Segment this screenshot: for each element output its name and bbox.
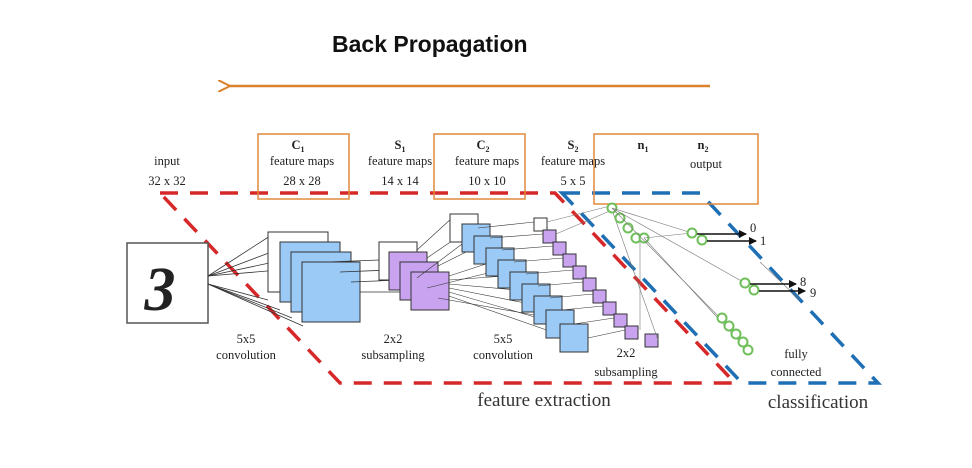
s1-size: 14 x 14 bbox=[381, 174, 419, 188]
page-title: Back Propagation bbox=[332, 31, 528, 57]
output-arrows bbox=[697, 230, 806, 295]
classification-label: classification bbox=[768, 392, 869, 413]
s1-kind: feature maps bbox=[368, 154, 432, 168]
n2-header: n2 output bbox=[690, 138, 722, 171]
c1-name: C1 bbox=[291, 138, 304, 154]
c2-name: C2 bbox=[476, 138, 489, 154]
output-8: 8 bbox=[800, 275, 806, 289]
s1-name: S1 bbox=[395, 138, 406, 154]
s2-kind: feature maps bbox=[541, 154, 605, 168]
s2-feature-maps bbox=[533, 217, 659, 348]
c2-kind: feature maps bbox=[455, 154, 519, 168]
output-0: 0 bbox=[750, 221, 756, 235]
n1-name: n1 bbox=[638, 138, 649, 154]
c2-header: C2 feature maps 10 x 10 bbox=[455, 138, 519, 188]
c2-size: 10 x 10 bbox=[468, 174, 506, 188]
sub1-label: 2x2 subsampling bbox=[361, 332, 425, 362]
input-size: 32 x 32 bbox=[148, 174, 186, 188]
c2-highlight-box bbox=[433, 133, 526, 200]
s2-header: S2 feature maps 5 x 5 bbox=[541, 138, 605, 188]
svg-text:subsampling: subsampling bbox=[361, 348, 425, 362]
c1-header: C1 feature maps 28 x 28 bbox=[270, 138, 334, 188]
s2-name: S2 bbox=[568, 138, 579, 154]
sub2-label: 2x2 subsampling bbox=[594, 346, 658, 379]
output-highlight-box bbox=[593, 133, 759, 205]
c1-feature-maps bbox=[267, 231, 361, 323]
c1-kind: feature maps bbox=[270, 154, 334, 168]
c1-highlight-box bbox=[257, 133, 350, 200]
svg-text:convolution: convolution bbox=[473, 348, 533, 362]
s1-feature-maps bbox=[378, 241, 450, 311]
svg-text:fully: fully bbox=[784, 347, 808, 361]
svg-text:convolution: convolution bbox=[216, 348, 276, 362]
svg-text:connected: connected bbox=[771, 365, 822, 379]
conv1-label: 5x5 convolution bbox=[216, 332, 276, 362]
svg-text:subsampling: subsampling bbox=[594, 365, 658, 379]
svg-text:5x5: 5x5 bbox=[237, 332, 256, 346]
svg-text:2x2: 2x2 bbox=[384, 332, 403, 346]
classification-region bbox=[557, 191, 883, 385]
c2-feature-maps bbox=[449, 213, 589, 353]
fc-label: fully connected bbox=[771, 347, 822, 379]
output-1: 1 bbox=[760, 234, 766, 248]
n2-kind: output bbox=[690, 157, 722, 171]
s2-n1-connections bbox=[546, 205, 659, 341]
n2-neurons bbox=[686, 227, 760, 356]
input-header: input 32 x 32 bbox=[148, 154, 186, 188]
svg-text:2x2: 2x2 bbox=[617, 346, 636, 360]
output-9: 9 bbox=[810, 286, 816, 300]
c2-s2-connections bbox=[477, 221, 626, 339]
n2-name: n2 bbox=[698, 138, 709, 154]
output-digits: 0 1 8 9 bbox=[750, 221, 816, 300]
s2-size: 5 x 5 bbox=[561, 174, 586, 188]
input-label: input bbox=[154, 154, 180, 168]
conv2-label: 5x5 convolution bbox=[473, 332, 533, 362]
c1-size: 28 x 28 bbox=[283, 174, 321, 188]
feature-extraction-label: feature extraction bbox=[477, 390, 611, 411]
s1-header: S1 feature maps 14 x 14 bbox=[368, 138, 432, 188]
input-digit: 3 bbox=[144, 256, 176, 324]
input-image: 3 bbox=[126, 242, 209, 324]
svg-text:5x5: 5x5 bbox=[494, 332, 513, 346]
n1-header: n1 bbox=[638, 138, 649, 154]
